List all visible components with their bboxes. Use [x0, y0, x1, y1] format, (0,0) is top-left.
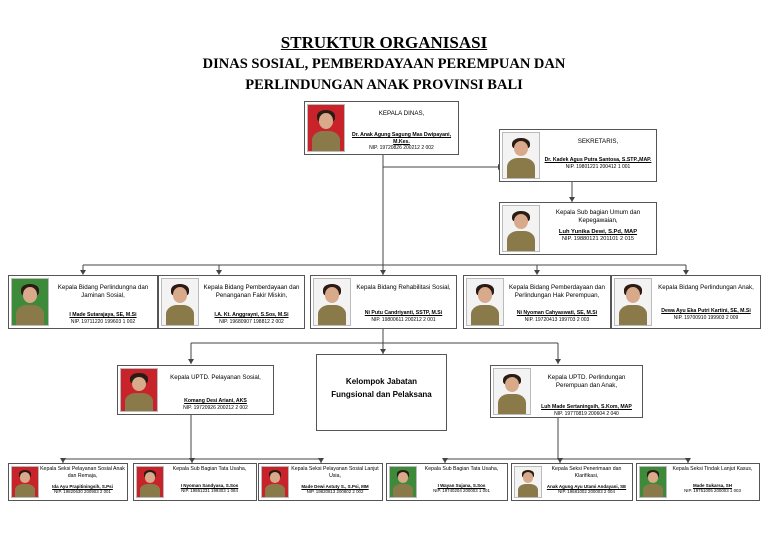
card-bidang-4: Kepala Bidang Pemberdayaan dan Perlindun…: [463, 275, 611, 329]
card-seksi-1: Kepala Seksi Pelayanan Sosial Anak dan R…: [8, 463, 128, 501]
photo-bidang-5: [614, 278, 652, 326]
photo-seksi-3: [261, 466, 289, 498]
person-name: I Wayan Sujana, S.Sos: [437, 482, 486, 488]
card-uptd-pelayanan-sosial: Kepala UPTD. Pelayanan Sosial, Komang De…: [117, 365, 274, 415]
person-name: Luh Made Sertaningsih, S.Kom, MAP: [541, 404, 632, 411]
page-subtitle-line2: PERLINDUNGAN ANAK PROVINSI BALI: [245, 77, 523, 93]
person-nip: NIP. 19751005 200003 1 003: [684, 488, 741, 494]
card-bidang-2: Kepala Bidang Pemberdayaan dan Penangana…: [158, 275, 305, 329]
card-bidang-5: Kepala Bidang Perlindungan Anak, Dewa Ay…: [611, 275, 761, 329]
page-subtitle-line1: DINAS SOSIAL, PEMBERDAYAAN PEREMPUAN DAN: [202, 56, 566, 72]
card-seksi-2: Kepala Sub Bagian Tata Usaha, I Nyoman S…: [133, 463, 257, 501]
position-label: Kepala Bidang Perlindungan Anak,: [658, 284, 754, 291]
person-nip: NIP. 19720826 200212 2 002: [369, 145, 434, 152]
person-nip: NIP. 19801221 200412 1 001: [565, 163, 631, 170]
person-nip: NIP. 19700910 199903 2 009: [673, 314, 739, 321]
position-label: Kepala Bidang Pemberdayaan dan Penangana…: [203, 284, 300, 300]
person-name: Luh Yunika Dewi, S.Pd, MAP: [558, 229, 638, 236]
person-name: Ni Putu Candriyanti, SSTP, M.Si: [364, 310, 443, 317]
person-nip: NIP. 19770819 200604 2 040: [554, 410, 619, 417]
kelompok-jabatan-box: Kelompok Jabatan Fungsional dan Pelaksan…: [316, 354, 447, 431]
person-nip: NIP. 19680907 198812 2 002: [219, 318, 284, 325]
person-nip: NIP. 19880121 201101 2 015: [562, 236, 634, 243]
person-name: Made Dewi Astuty S., S.Psi, MM: [301, 483, 369, 489]
photo-bidang-2: [161, 278, 199, 326]
photo-bidang-1: [11, 278, 49, 326]
card-sekretaris: SEKRETARIS, Dr. Kadek Agus Putra Santosa…: [499, 129, 657, 182]
photo-bidang-3: [313, 278, 351, 326]
position-label: Kepala Seksi Pelayanan Sosial Anak dan R…: [40, 466, 125, 479]
card-kepala-dinas: KEPALA DINAS, Dr. Anak Agung Sagung Mas …: [304, 101, 459, 155]
person-name: Ni Nyoman Cahyaswati, SE, M.Si: [516, 310, 598, 317]
photo-uptd-2: [493, 368, 531, 415]
person-nip: NIP. 19861231 199303 1 084: [181, 488, 238, 494]
card-subbag-umum: Kepala Sub bagian Umum dan Kepegawaian, …: [499, 202, 657, 255]
person-name: Dr. Kadek Agus Putra Santosa, S.STP.,MAP…: [544, 157, 652, 164]
person-nip: NIP. 19711220 199603 1 002: [70, 318, 136, 325]
person-name: Made Sukarsa, SH: [692, 482, 733, 488]
position-label: Kepala Sub Bagian Tata Usaha,: [424, 466, 499, 472]
photo-seksi-6: [639, 466, 667, 498]
position-label: Kepala Sub Bagian Tata Usaha,: [172, 466, 247, 472]
kelompok-line2: Fungsional dan Pelaksana: [331, 389, 432, 399]
photo-kepala-dinas: [307, 104, 345, 152]
person-name: Ida Ayu Prapitiningsih, S.Psi: [52, 483, 113, 489]
card-seksi-3: Kepala Seksi Pelayanan Sosial Lanjut Usi…: [258, 463, 383, 501]
position-label: Kepala Bidang Rehabilitasi Sosial,: [356, 284, 451, 291]
card-bidang-1: Kepala Bidang Perlindungna dan Jaminan S…: [8, 275, 158, 329]
position-label: Kepala UPTD. Perlindungan Perempuan dan …: [547, 374, 626, 390]
position-label: KEPALA DINAS,: [378, 110, 425, 117]
person-nip: NIP. 19820630 200903 2 001: [54, 489, 111, 495]
person-nip: NIP. 19720413 199703 2 003: [524, 316, 590, 323]
person-name: I.A. Kt. Anggrayni, S.Sos, M.Si: [214, 312, 289, 319]
photo-uptd-1: [120, 368, 158, 412]
position-label: Kepala Sub bagian Umum dan Kepegawaian,: [555, 209, 641, 225]
card-bidang-3: Kepala Bidang Rehabilitasi Sosial, Ni Pu…: [310, 275, 457, 329]
person-nip: NIP. 19820813 200802 2 002: [306, 489, 364, 495]
person-nip: NIP. 19681002 200003 2 004: [558, 489, 615, 495]
person-name: Dewa Ayu Eka Putri Kartini, SE, M.Si: [661, 308, 751, 315]
position-label: Kepala Bidang Perlindungna dan Jaminan S…: [57, 284, 149, 300]
position-label: Kepala Seksi Penerimaan dan Klarifikasi,: [551, 466, 622, 479]
position-label: SEKRETARIS,: [577, 138, 619, 145]
person-nip: NIP. 19740204 200003 1 001: [433, 488, 490, 494]
person-name: Anak Agung Ayu Utami Andayani, SE: [546, 483, 627, 489]
photo-seksi-2: [136, 466, 164, 498]
kelompok-line1: Kelompok Jabatan: [345, 377, 418, 386]
position-label: Kepala Seksi Tindak Lanjut Kasus,: [672, 466, 753, 472]
page-title: STRUKTUR ORGANISASI: [280, 33, 488, 52]
person-name: I Made Sutarajaya, SE, M.Si: [69, 312, 137, 319]
photo-seksi-4: [389, 466, 417, 498]
person-name: Komang Desi Ariani, AKS: [184, 398, 247, 405]
position-label: Kepala Seksi Pelayanan Sosial Lanjut Usi…: [291, 466, 379, 479]
person-nip: NIP. 19720926 200212 2 002: [183, 404, 248, 411]
person-nip: NIP. 19800611 200212 2 001: [371, 316, 436, 323]
person-name: Dr. Anak Agung Sagung Mas Dwipayani, M.K…: [351, 132, 452, 145]
position-label: Kepala UPTD. Pelayanan Sosial,: [170, 374, 261, 381]
photo-subbag-umum: [502, 205, 540, 252]
card-seksi-5: Kepala Seksi Penerimaan dan Klarifikasi,…: [511, 463, 633, 501]
person-name: I Nyoman Sandyasa, S.Sos: [180, 482, 239, 488]
card-uptd-perlindungan: Kepala UPTD. Perlindungan Perempuan dan …: [490, 365, 643, 418]
photo-seksi-1: [11, 466, 39, 498]
position-label: Kepala Bidang Pemberdayaan dan Perlindun…: [509, 284, 605, 300]
photo-sekretaris: [502, 132, 540, 179]
card-seksi-4: Kepala Sub Bagian Tata Usaha, I Wayan Su…: [386, 463, 508, 501]
photo-bidang-4: [466, 278, 504, 326]
photo-seksi-5: [514, 466, 542, 498]
card-seksi-6: Kepala Seksi Tindak Lanjut Kasus, Made S…: [636, 463, 760, 501]
